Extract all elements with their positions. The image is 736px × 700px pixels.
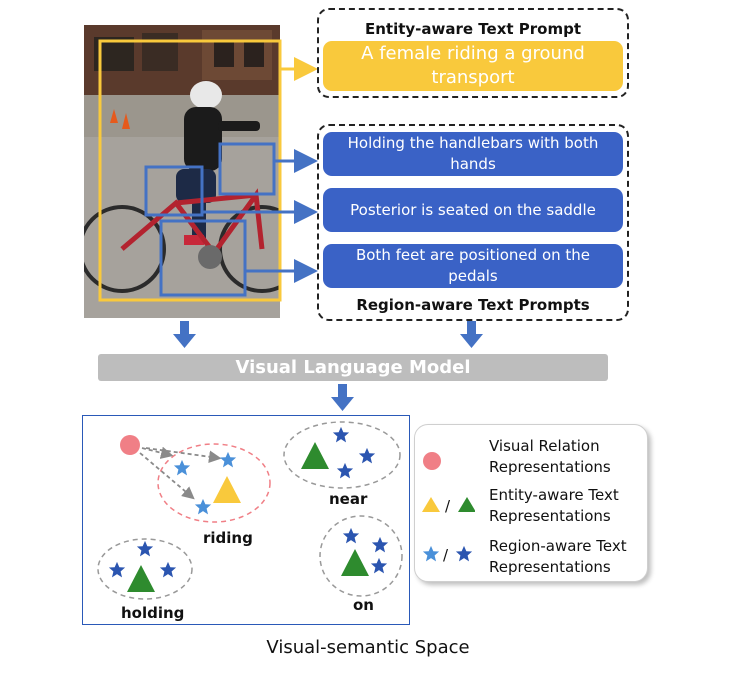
region-star-light: [194, 498, 212, 515]
on-label: on: [353, 596, 374, 614]
down-arrow-right: [460, 321, 483, 348]
region-star-dark: [370, 557, 388, 574]
pedal-region-box: [159, 219, 247, 297]
region-star-dark: [358, 447, 376, 464]
region-prompt-pedals: Both feet are positioned on the pedals: [323, 244, 623, 288]
entity-bounding-box: [98, 39, 282, 302]
entity-prompt-title: Entity-aware Text Prompt: [364, 20, 582, 38]
entity-prompt-box: Entity-aware Text Prompt: [317, 8, 629, 98]
visual-language-model-bar: Visual Language Model: [98, 354, 608, 381]
entity-triangle-yellow: [213, 476, 241, 503]
region-star-dark: [371, 536, 389, 553]
legend-triangle-yellow-icon: [422, 497, 440, 512]
region-star-dark: [332, 426, 350, 443]
region-star-dark: [159, 561, 177, 578]
legend-circle-icon: [423, 452, 441, 470]
entity-triangle-green: [301, 442, 329, 469]
legend-star-light-icon: [422, 545, 440, 562]
legend-triangle-green-icon: [458, 497, 475, 512]
down-arrow-left: [173, 321, 196, 348]
region-star-light: [219, 451, 237, 468]
near-cluster: [283, 421, 401, 489]
handlebar-region-box: [218, 142, 276, 196]
entity-triangle-green: [127, 565, 155, 592]
legend-star-dark-icon: [455, 545, 473, 562]
entity-prompt-text: A female riding a ground transport: [323, 41, 623, 91]
space-caption: Visual-semantic Space: [266, 637, 470, 658]
region-prompt-saddle: Posterior is seated on the saddle: [323, 188, 623, 232]
holding-label: holding: [121, 604, 185, 622]
legend-item-visual-relation: Visual Relation Representations: [489, 437, 611, 476]
visual-semantic-space: riding near holding on: [82, 415, 410, 625]
near-label: near: [329, 490, 368, 508]
svg-text:/: /: [443, 546, 449, 564]
region-prompt-handlebars: Holding the handlebars with both hands: [323, 132, 623, 176]
entity-triangle-green: [341, 549, 369, 576]
legend-item-region-aware: Region-aware Text Representations: [489, 537, 627, 576]
legend: / / Visual Relation Representations Enti…: [414, 424, 648, 582]
legend-item-entity-aware: Entity-aware Text Representations: [489, 486, 619, 525]
region-star-dark: [342, 527, 360, 544]
region-star-dark: [108, 561, 126, 578]
riding-cluster: [157, 443, 271, 523]
svg-text:/: /: [445, 497, 451, 515]
holding-cluster: [97, 538, 193, 600]
down-arrow-center: [331, 384, 354, 411]
region-star-dark: [136, 540, 154, 557]
region-star-light: [173, 459, 191, 476]
region-star-dark: [336, 462, 354, 479]
region-prompts-title: Region-aware Text Prompts: [356, 296, 590, 314]
on-cluster: [319, 515, 403, 597]
saddle-region-box: [144, 165, 204, 217]
visual-relation-circle: [120, 435, 140, 455]
riding-label: riding: [203, 529, 253, 547]
region-prompts-box: [317, 124, 629, 321]
